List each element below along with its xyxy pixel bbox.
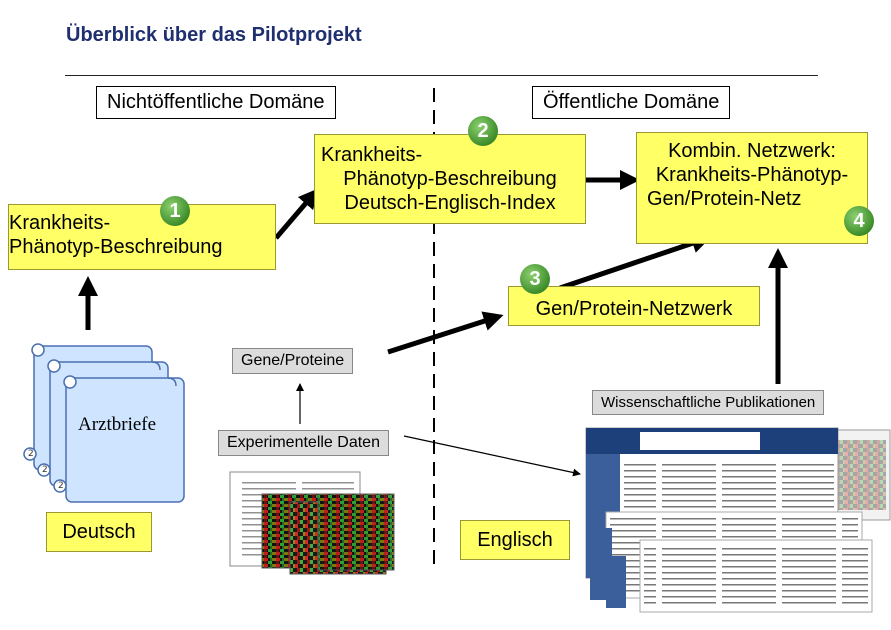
step2-box: Krankheits- Phänotyp-Beschreibung Deutsc… [314,134,586,224]
private-domain-label: Nichtöffentliche Domäne [96,86,336,119]
title-divider [65,75,818,76]
step1-line2: Phänotyp-Beschreibung [9,236,223,258]
public-domain-label: Öffentliche Domäne [532,86,731,119]
svg-text:2: 2 [28,449,34,459]
english-label: Englisch [460,520,570,560]
svg-text:2: 2 [42,465,48,475]
publications-label: Wissenschaftliche Publikationen [592,390,825,415]
step2-line1: Krankheits- [321,144,423,166]
step1-box: Krankheits- Phänotyp-Beschreibung [8,204,276,270]
gene-proteins-label: Gene/Proteine [232,348,354,374]
arrow-experimental-to-publications [403,435,581,477]
step2-line2: Phänotyp-Beschreibung [343,168,557,190]
step3-line1: Gen/Protein-Netzwerk [535,298,733,320]
step3-box: Gen/Protein-Netzwerk [508,286,760,326]
step2-line3: Deutsch-Englisch-Index [344,192,556,214]
step4-box: Kombin. Netzwerk: Krankheits-Phänotyp- G… [636,132,868,244]
step4-line1: Kombin. Netzwerk: [668,140,836,162]
doctor-letters-scrolls [23,343,185,503]
arrow-step1-to-step2 [274,188,319,240]
step2-badge: 2 [468,116,498,146]
arrow-genes-to-step3 [387,311,504,355]
doctor-letters-label: Arztbriefe [78,414,157,435]
svg-text:2: 2 [58,481,64,491]
page-title: Überblick über das Pilotprojekt [66,24,362,46]
step1-line1: Krankheits- [9,212,111,234]
step1-badge: 1 [160,196,190,226]
german-label: Deutsch [46,512,152,552]
step3-badge: 3 [520,264,550,294]
experimental-data-label: Experimentelle Daten [218,430,389,456]
step4-badge: 4 [844,206,874,236]
step4-line3: Gen/Protein-Netz [647,188,802,210]
arrow-step3-to-step4 [559,233,712,291]
step4-line2: Krankheits-Phänotyp- [655,164,849,186]
publication-screenshots [585,427,891,613]
experimental-data-heatmaps [229,471,395,575]
